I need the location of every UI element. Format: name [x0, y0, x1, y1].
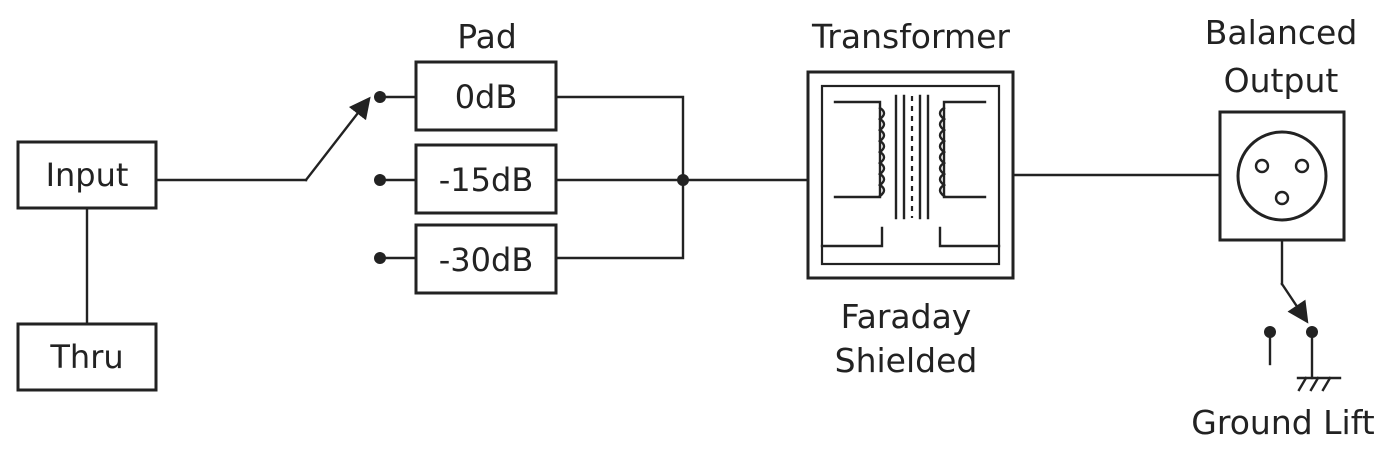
- balanced-output-block: [1218, 110, 1346, 242]
- pad-option-30db: -30dB: [374, 223, 558, 295]
- ground-lift-arrow-icon: [1280, 282, 1309, 324]
- output-title-line2: Output: [1224, 61, 1339, 100]
- transformer-coil-icon: [820, 94, 1001, 248]
- pad-option-0db: 0dB: [374, 60, 558, 132]
- output-title-line1: Balanced: [1205, 13, 1358, 52]
- thru-box: [16, 322, 158, 392]
- switch-arrow-icon: [304, 96, 371, 182]
- ground-icon: [1296, 330, 1342, 392]
- thru-block: Thru: [16, 322, 158, 392]
- pad-option-label: -15dB: [439, 161, 534, 199]
- pad-title: Pad: [457, 17, 517, 56]
- thru-label: Thru: [49, 338, 123, 376]
- pad-box: [414, 223, 558, 295]
- transformer-box: [806, 70, 1015, 280]
- ground-lift-label: Ground Lift: [1191, 403, 1374, 442]
- ground-lift-switch: [1264, 238, 1342, 392]
- pad-option-label: 0dB: [455, 78, 518, 116]
- xlr-connector-icon: [1236, 130, 1328, 222]
- transformer-caption-line2: Shielded: [835, 341, 978, 380]
- transformer-block: [806, 70, 1015, 280]
- input-label: Input: [46, 156, 129, 194]
- pad-option-15db: -15dB: [374, 143, 558, 215]
- junction-dot: [677, 174, 689, 186]
- input-box: [16, 140, 158, 210]
- pad-output-bus: [554, 95, 810, 260]
- faraday-shield-outline: [820, 84, 1001, 266]
- pad-box: [414, 143, 558, 215]
- input-block: Input: [16, 140, 158, 210]
- transformer-caption-line1: Faraday: [841, 297, 972, 336]
- pad-box: [414, 60, 558, 132]
- pad-option-label: -30dB: [439, 241, 534, 279]
- pad-bus-wire: [554, 95, 685, 260]
- transformer-title: Transformer: [811, 17, 1010, 56]
